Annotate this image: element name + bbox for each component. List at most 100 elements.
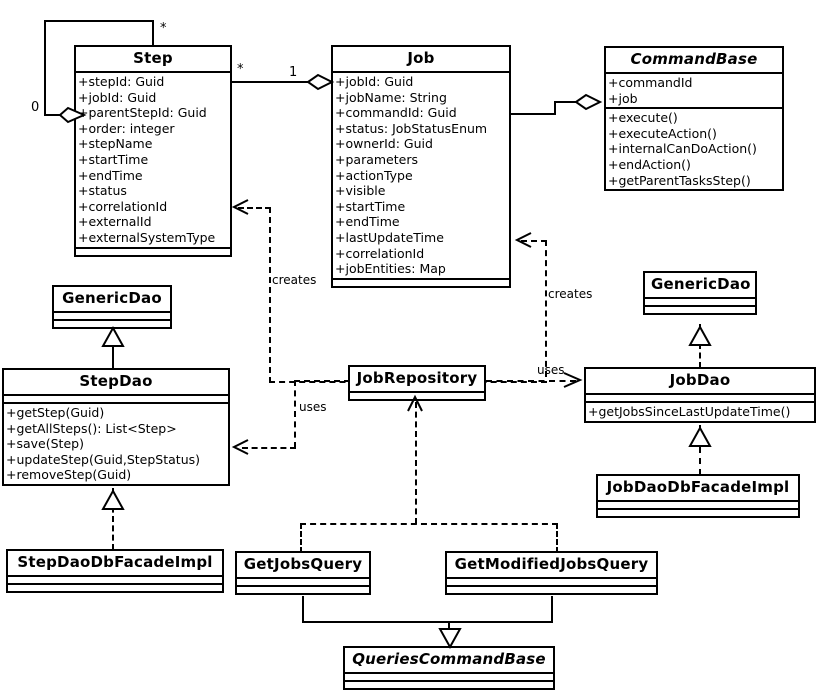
class-box-job[interactable]: Job +jobId: Guid +jobName: String +comma… <box>331 45 511 288</box>
generalization-triangle-stepdaoimpl <box>101 488 125 510</box>
divider <box>333 71 509 73</box>
class-box-step[interactable]: Step +stepId: Guid +jobId: Guid +parentS… <box>74 45 232 257</box>
divider <box>586 393 814 395</box>
jobdaoimpl-jobdao-dashed <box>699 425 701 475</box>
class-box-get-modified-jobs-query[interactable]: GetModifiedJobsQuery <box>445 551 658 595</box>
class-box-job-dao[interactable]: JobDao +getJobsSinceLastUpdateTime() <box>584 367 816 423</box>
getmodifiedjobsquery-repo-dashed-drop <box>556 523 558 553</box>
divider <box>54 311 170 313</box>
multiplicity-zero-self: 0 <box>31 100 40 115</box>
class-name-command-base: CommandBase <box>630 50 758 68</box>
class-box-command-base[interactable]: CommandBase +commandId +job +execute() +… <box>604 46 784 192</box>
open-arrow-uses-stepdao <box>231 439 249 455</box>
divider <box>8 583 222 585</box>
uses-stepdao-dashed-vertical <box>294 380 296 448</box>
operations-generic-dao-right <box>645 307 755 313</box>
generalization-triangle-jobdaoimpl <box>688 425 712 447</box>
class-box-step-dao[interactable]: StepDao +getStep(Guid) +getAllSteps(): L… <box>2 368 230 486</box>
operations-job-dao-db-facade-impl <box>598 510 798 516</box>
divider <box>350 391 484 393</box>
uses-label-right: uses <box>537 363 565 377</box>
queries-repo-dashed-horizontal <box>300 523 558 525</box>
attribute: +visible <box>335 183 386 199</box>
attribute: +externalId <box>78 214 152 230</box>
uses-stepdao-dashed-bottom <box>242 447 296 449</box>
generalization-triangle-jobdao <box>688 324 712 346</box>
getmodifiedjobsquery-base-seg-h <box>448 621 553 623</box>
operations-step-dao: +getStep(Guid) +getAllSteps(): List<Step… <box>4 404 228 484</box>
creates-step-dashed-horizontal <box>238 207 271 209</box>
generalization-triangle-stepdao <box>101 325 125 347</box>
divider <box>237 577 369 579</box>
attribute: +commandId: Guid <box>335 105 457 121</box>
divider <box>345 680 553 682</box>
aggregation-diamond-commandbase <box>574 93 603 111</box>
class-name-get-jobs-query: GetJobsQuery <box>243 555 363 573</box>
operations-job <box>333 280 509 286</box>
uses-jobdao-dashed <box>486 380 576 382</box>
class-name-generic-dao-right: GenericDao <box>651 275 751 293</box>
class-name-job-dao: JobDao <box>669 371 731 389</box>
attribute: +jobId: Guid <box>335 74 414 89</box>
divider <box>76 246 230 249</box>
job-commandbase-seg-2 <box>554 101 556 115</box>
getjobsquery-repo-dashed-drop <box>300 523 302 553</box>
divider <box>447 577 656 579</box>
step-job-assoc-line <box>231 81 331 83</box>
attribute: +status: JobStatusEnum <box>335 120 488 136</box>
multiplicity-one-job: 1 <box>289 65 298 80</box>
divider <box>345 672 553 674</box>
operations-step <box>76 249 230 255</box>
class-name-job-repository: JobRepository <box>356 369 478 387</box>
attribute: +lastUpdateTime <box>335 229 444 245</box>
class-name-step-dao: StepDao <box>79 372 153 390</box>
operation: +execute() <box>608 110 678 126</box>
divider <box>8 575 222 577</box>
job-commandbase-seg-1 <box>511 113 556 115</box>
attribute: +jobName: String <box>335 89 447 105</box>
step-self-assoc-seg-top <box>44 20 154 22</box>
divider <box>4 394 228 396</box>
step-self-assoc-seg-down <box>44 20 46 115</box>
operation: +executeAction() <box>608 125 717 141</box>
class-name-job-dao-db-facade-impl: JobDaoDbFacadeImpl <box>606 478 790 496</box>
attribute: +endTime <box>335 214 400 230</box>
class-box-generic-dao-right[interactable]: GenericDao <box>643 271 757 315</box>
attribute: +ownerId: Guid <box>335 136 433 152</box>
attribute: +correlationId <box>335 245 425 261</box>
divider <box>237 585 369 587</box>
attribute: +actionType <box>335 167 413 183</box>
attribute: +jobEntities: Map <box>335 261 446 277</box>
class-box-job-dao-db-facade-impl[interactable]: JobDaoDbFacadeImpl <box>596 474 800 518</box>
class-name-generic-dao-left: GenericDao <box>62 289 162 307</box>
attribute: +stepId: Guid <box>78 74 165 89</box>
divider <box>606 107 782 110</box>
step-self-assoc-seg-up <box>152 20 154 48</box>
queriesbase-stem <box>448 621 450 629</box>
operations-get-modified-jobs-query <box>447 587 656 593</box>
divider <box>598 508 798 510</box>
class-box-step-dao-db-facade-impl[interactable]: StepDaoDbFacadeImpl <box>6 549 224 593</box>
class-box-generic-dao-left[interactable]: GenericDao <box>52 285 172 329</box>
creates-label-left: creates <box>272 273 317 287</box>
operation: +getJobsSinceLastUpdateTime() <box>588 404 791 419</box>
class-box-queries-command-base[interactable]: QueriesCommandBase <box>343 646 555 690</box>
open-arrow-queries-repo <box>407 394 423 412</box>
stepdaoimpl-stepdao-dashed <box>112 488 114 550</box>
creates-label-right: creates <box>548 287 593 301</box>
attribute: +parameters <box>335 151 418 167</box>
divider <box>645 297 755 299</box>
divider <box>54 319 170 321</box>
open-arrow-uses-jobdao <box>563 372 583 388</box>
class-box-get-jobs-query[interactable]: GetJobsQuery <box>235 551 371 595</box>
divider <box>645 305 755 307</box>
attribute: +startTime <box>335 198 406 214</box>
attributes-command-base: +commandId +job <box>606 74 782 107</box>
divider <box>606 72 782 74</box>
attribute: +endTime <box>78 167 143 183</box>
creates-job-dashed-vertical <box>545 240 547 377</box>
multiplicity-star-step: * <box>237 62 244 77</box>
class-name-step-dao-db-facade-impl: StepDaoDbFacadeImpl <box>17 553 213 571</box>
class-name-job: Job <box>407 49 435 67</box>
